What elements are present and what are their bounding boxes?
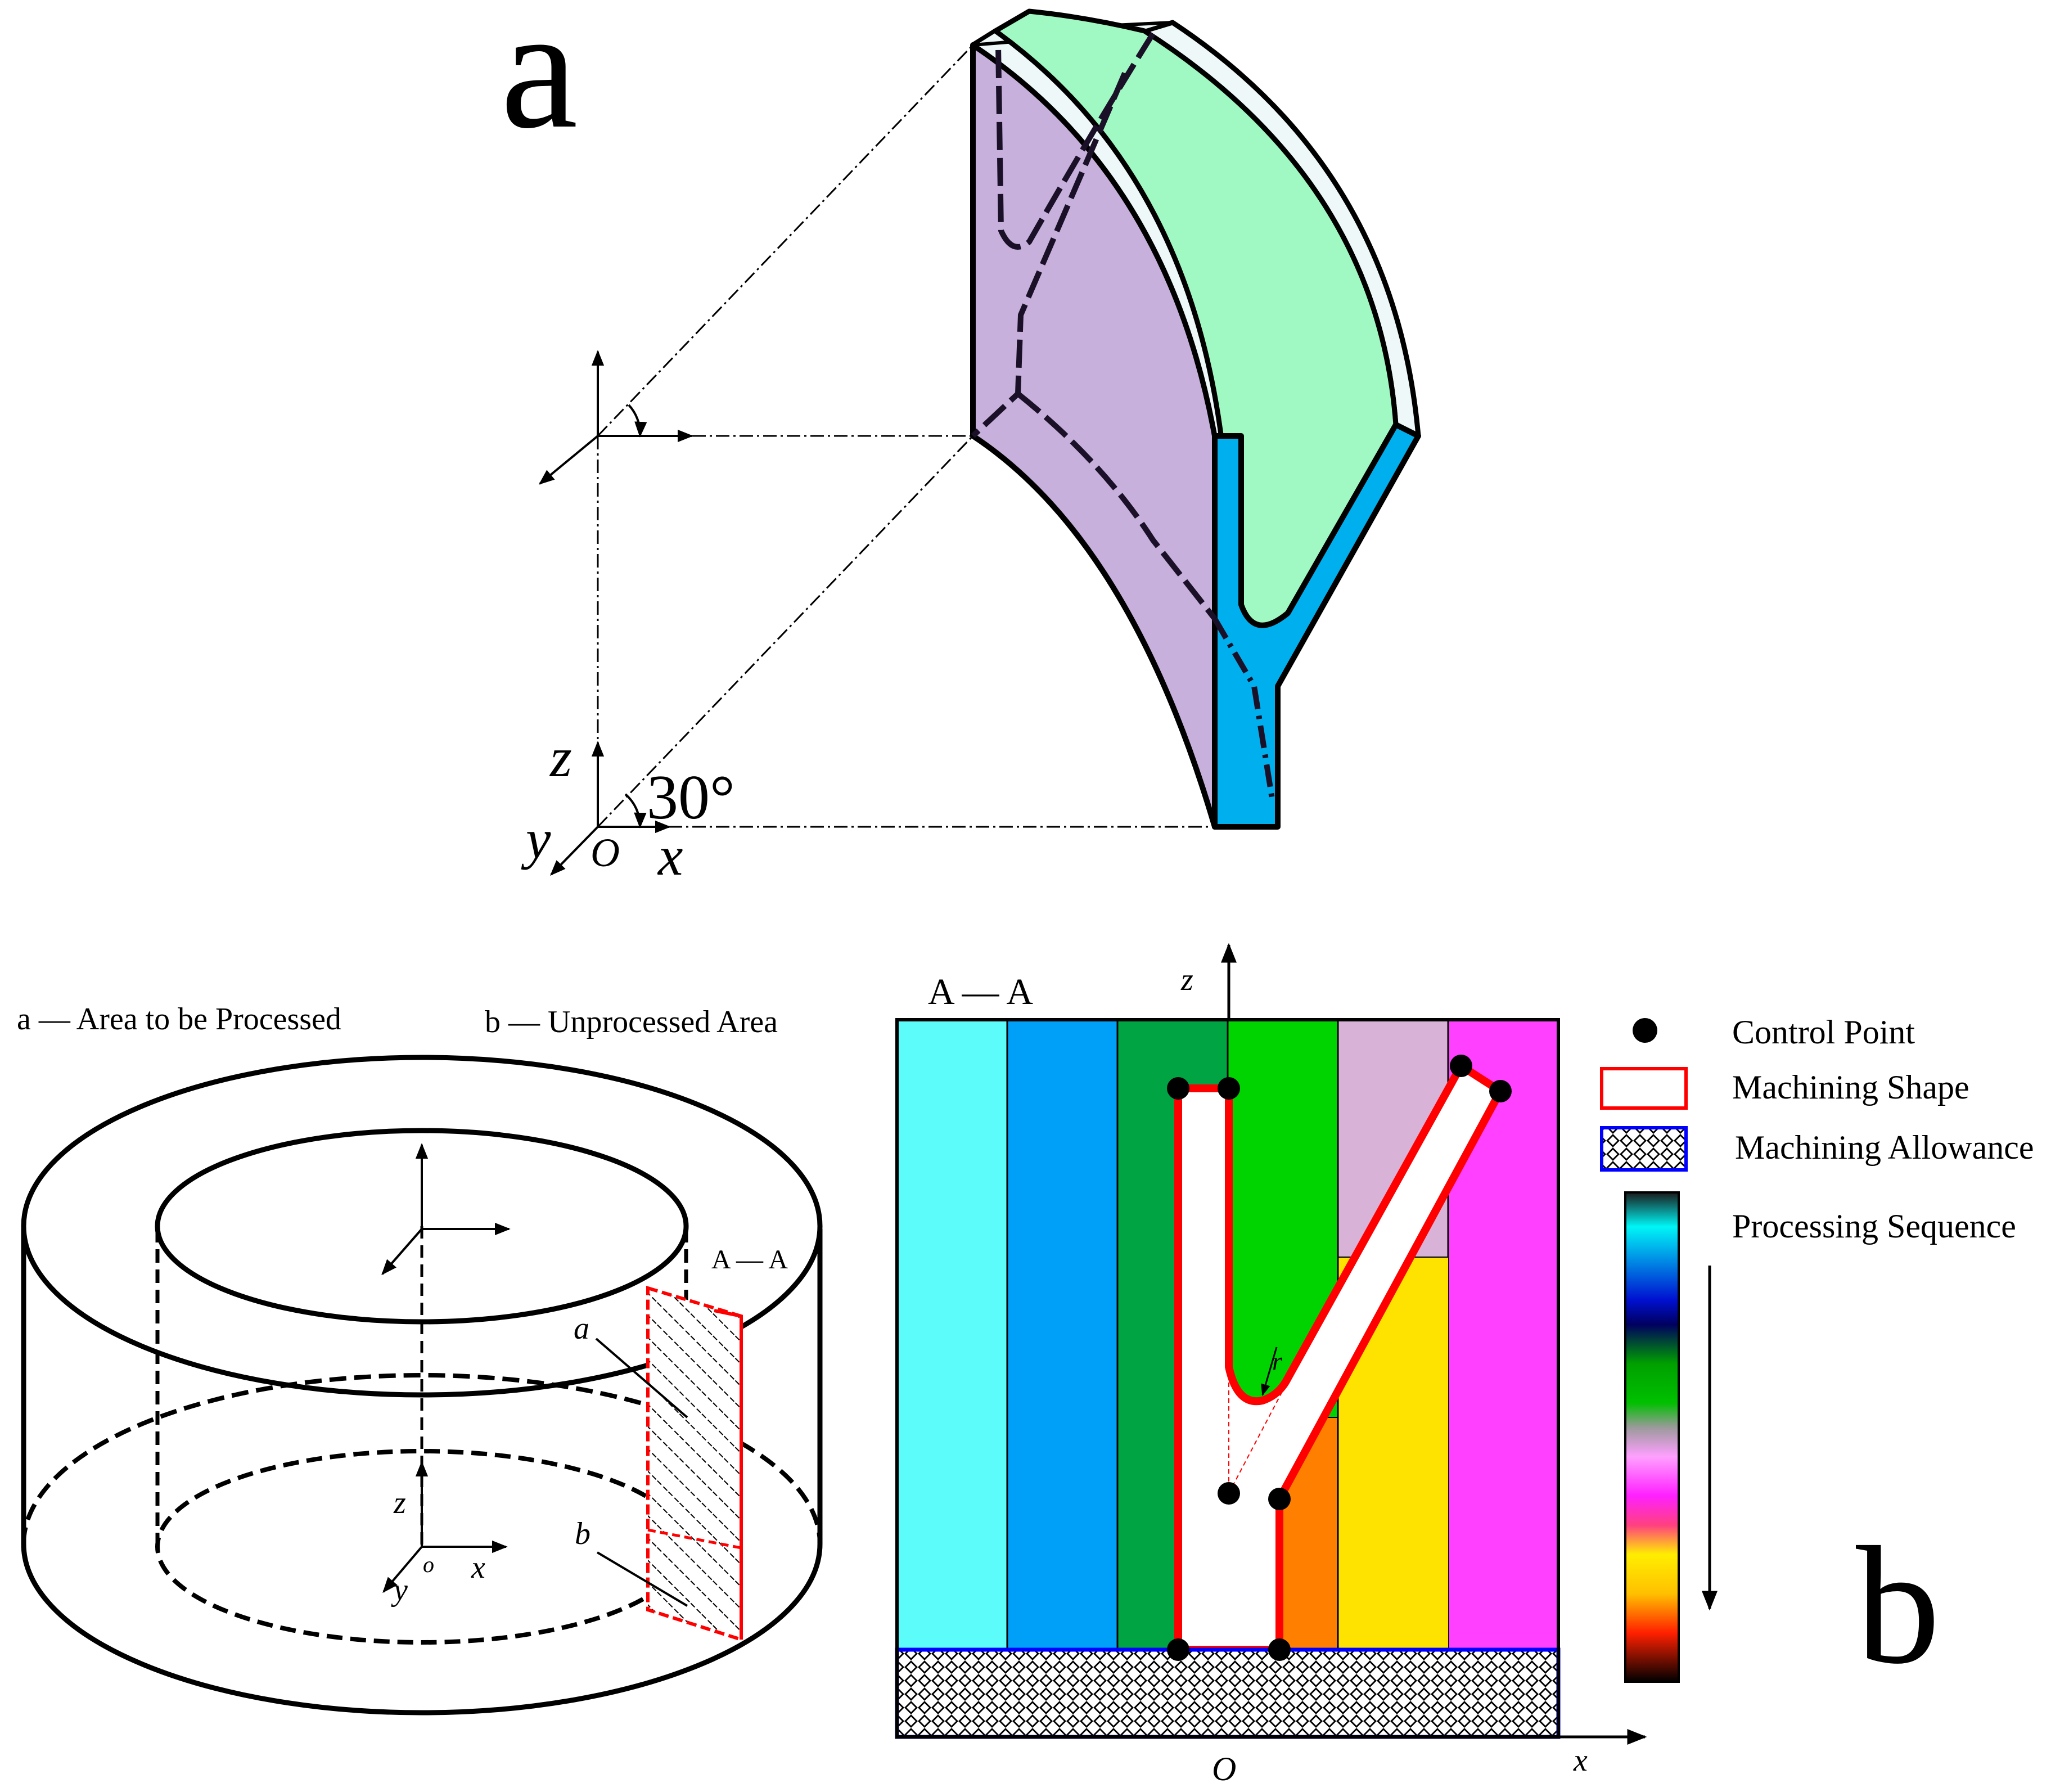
control-point: [1218, 1482, 1240, 1505]
panel-a-label: a: [501, 0, 578, 165]
lower-axes: [550, 741, 671, 876]
control-point: [1489, 1080, 1512, 1102]
control-point: [1268, 1488, 1291, 1510]
ring-axis-y: y: [391, 1573, 408, 1608]
blade-blue-face: [1212, 422, 1421, 830]
axis-x-label: x: [657, 825, 683, 887]
machining-allowance: [895, 1647, 1561, 1739]
legend-machining-allowance-icon: [1600, 1126, 1688, 1172]
processing-sequence-colorbar: [1624, 1191, 1680, 1683]
section-z-label: z: [1180, 962, 1193, 997]
blade-hidden-edges: [971, 32, 1275, 799]
radius-label: r: [1272, 1347, 1283, 1375]
legend-control-point: Control Point: [1732, 1014, 1915, 1051]
legend-machining-allowance: Machining Allowance: [1735, 1129, 2034, 1166]
ring-axis-x: x: [471, 1550, 485, 1585]
control-point: [1218, 1077, 1240, 1100]
legend-control-point-icon: [1633, 1018, 1657, 1043]
axis-o-label: O: [591, 830, 620, 875]
section-origin-label: O: [1212, 1750, 1236, 1788]
upper-axes: [538, 350, 693, 485]
panel-b-left: a — Area to be Processed b — Unprocessed…: [17, 1002, 823, 1716]
legend-machining-shape: Machining Shape: [1732, 1069, 1969, 1106]
legend: Control Point Machining Shape Machining …: [1600, 1014, 2034, 1699]
control-points: [1167, 1055, 1512, 1661]
section-x-label: x: [1573, 1743, 1588, 1778]
marker-a: a: [574, 1311, 589, 1346]
ring-outer-bottom-back: [21, 1373, 822, 1545]
axis-z-label: z: [549, 726, 572, 789]
strip-1: [896, 1019, 1008, 1651]
ring-outer-top: [21, 1055, 823, 1398]
control-point: [1268, 1638, 1291, 1661]
blade: [970, 8, 1421, 830]
control-point: [1167, 1077, 1189, 1100]
ring-top-axes: [381, 1143, 511, 1276]
panel-b-label: b: [1856, 1512, 1940, 1699]
legend-area-b: b — Unprocessed Area: [485, 1005, 778, 1039]
section-view: A — A r: [895, 943, 1647, 1788]
cut-label: A — A: [711, 1245, 788, 1275]
construction-lines: [1228, 1367, 1288, 1494]
radius-arrow: [1261, 1347, 1278, 1397]
ring-outer-bottom-front: [21, 1543, 823, 1716]
legend-area-a: a — Area to be Processed: [17, 1002, 341, 1037]
axis-y-label: y: [521, 808, 551, 870]
marker-b: b: [575, 1516, 591, 1551]
ring-bottom-axes: [382, 1461, 508, 1593]
panel-a: a 30° z y O x: [501, 0, 1421, 887]
cut-section: [646, 1285, 743, 1642]
control-point: [1167, 1638, 1189, 1661]
ring-axis-z: z: [393, 1485, 406, 1520]
control-point: [1450, 1055, 1472, 1077]
section-title: A — A: [928, 971, 1033, 1012]
ring: [21, 1055, 823, 1716]
legend-machining-shape-icon: [1600, 1067, 1688, 1110]
angle-label: 30°: [647, 763, 735, 832]
machining-shape: [1174, 1062, 1504, 1654]
strip-2: [1006, 1019, 1119, 1651]
legend-processing-sequence: Processing Sequence: [1732, 1208, 2016, 1245]
ring-axis-o: o: [423, 1552, 434, 1577]
